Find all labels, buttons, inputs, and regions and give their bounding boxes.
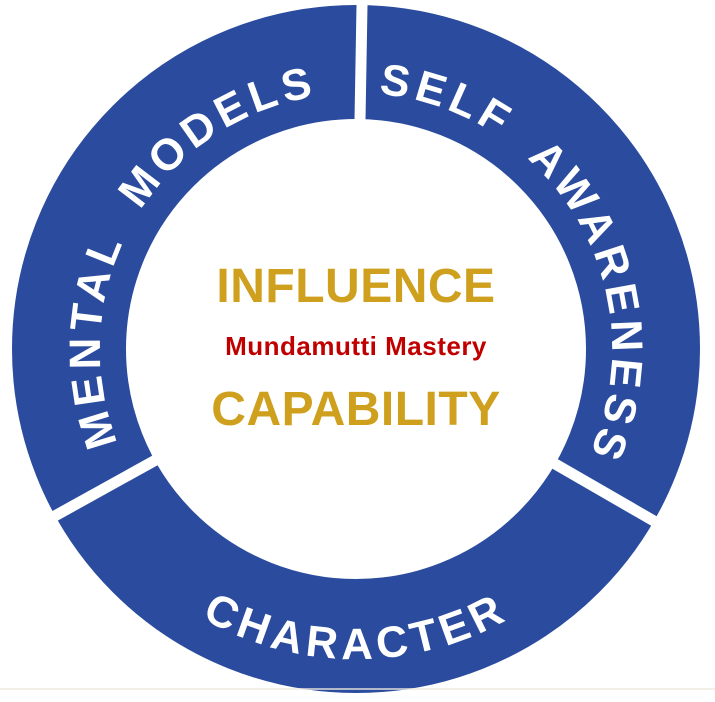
segment-gaps: [44, 0, 665, 531]
center-text-mundamutti-mastery: Mundamutti Mastery: [225, 331, 487, 361]
center-text-influence: INFLUENCE: [216, 260, 495, 313]
segment-gap-lower-right: [542, 453, 665, 531]
bottom-faint-line: [0, 688, 715, 690]
center-text-capability: CAPABILITY: [211, 383, 500, 436]
segment-gap-lower-left: [44, 450, 168, 525]
segment-gap-top: [354, 0, 368, 131]
